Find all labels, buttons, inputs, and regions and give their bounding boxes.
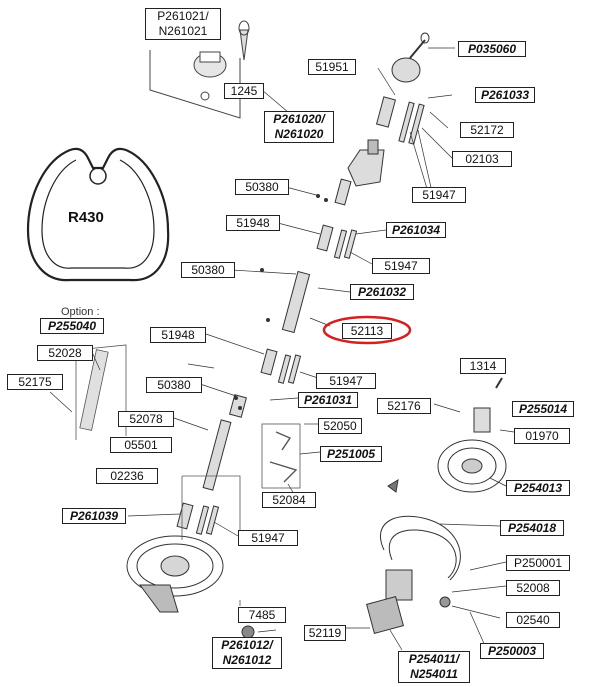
highlight-ellipse xyxy=(322,315,412,345)
part-label-52172[interactable]: 52172 xyxy=(460,122,514,138)
part-label-P261021[interactable]: P261021/ N261021 xyxy=(145,8,221,40)
part-label-51948[interactable]: 51948 xyxy=(226,215,280,231)
part-label-52113[interactable]: 52113 xyxy=(342,323,392,339)
part-label-P251005[interactable]: P251005 xyxy=(320,446,382,462)
part-label-P261039[interactable]: P261039 xyxy=(62,508,126,524)
part-label-52078[interactable]: 52078 xyxy=(118,411,174,427)
part-label-51948[interactable]: 51948 xyxy=(150,327,206,343)
part-label-P261031[interactable]: P261031 xyxy=(298,392,358,408)
part-label-50380[interactable]: 50380 xyxy=(146,377,202,393)
part-label-52175[interactable]: 52175 xyxy=(7,374,63,390)
profile-label: R430 xyxy=(68,209,104,226)
part-label-P254018[interactable]: P254018 xyxy=(500,520,564,536)
part-label-52084[interactable]: 52084 xyxy=(262,492,316,508)
part-label-52008[interactable]: 52008 xyxy=(506,580,560,596)
part-label-52050[interactable]: 52050 xyxy=(318,418,362,434)
part-label-02103[interactable]: 02103 xyxy=(452,151,512,167)
part-label-P254013[interactable]: P254013 xyxy=(506,480,570,496)
part-label-P255040[interactable]: P255040 xyxy=(40,318,104,334)
valve-inset xyxy=(149,20,250,119)
part-label-P250003[interactable]: P250003 xyxy=(480,643,544,659)
part-label-50380[interactable]: 50380 xyxy=(235,179,289,195)
part-label-P261033[interactable]: P261033 xyxy=(475,87,535,103)
part-label-P261012[interactable]: P261012/ N261012 xyxy=(212,637,282,669)
base-reel-assembly xyxy=(126,535,255,639)
part-label-52119[interactable]: 52119 xyxy=(304,625,346,641)
main-pole-assembly xyxy=(176,32,430,535)
part-label-1314[interactable]: 1314 xyxy=(460,358,506,374)
part-label-P261020[interactable]: P261020/ N261020 xyxy=(264,111,334,143)
part-label-02540[interactable]: 02540 xyxy=(506,612,560,628)
part-label-1245[interactable]: 1245 xyxy=(224,83,264,99)
part-label-50380[interactable]: 50380 xyxy=(181,262,235,278)
part-label-52176[interactable]: 52176 xyxy=(377,398,431,414)
part-label-51951[interactable]: 51951 xyxy=(308,59,356,75)
r430-profile-outline xyxy=(26,147,170,282)
part-label-P254011[interactable]: P254011/ N254011 xyxy=(398,651,470,683)
part-label-P255014[interactable]: P255014 xyxy=(512,401,574,417)
part-label-51947[interactable]: 51947 xyxy=(316,373,376,389)
spool-cage-assembly xyxy=(366,377,507,634)
part-label-7485[interactable]: 7485 xyxy=(238,607,286,623)
part-label-02236[interactable]: 02236 xyxy=(96,468,158,484)
inset-frames xyxy=(75,344,301,540)
part-label-P261034[interactable]: P261034 xyxy=(386,222,446,238)
part-label-P261032[interactable]: P261032 xyxy=(350,284,414,300)
leader-lines xyxy=(49,47,515,651)
part-label-P035060[interactable]: P035060 xyxy=(458,41,526,57)
part-label-51947[interactable]: 51947 xyxy=(238,530,298,546)
option-label: Option : xyxy=(61,306,100,318)
part-label-51947[interactable]: 51947 xyxy=(412,187,466,203)
part-label-52028[interactable]: 52028 xyxy=(37,345,93,361)
part-label-P250001[interactable]: P250001 xyxy=(506,555,570,571)
part-label-51947[interactable]: 51947 xyxy=(372,258,430,274)
part-label-05501[interactable]: 05501 xyxy=(110,437,172,453)
part-label-01970[interactable]: 01970 xyxy=(514,428,570,444)
